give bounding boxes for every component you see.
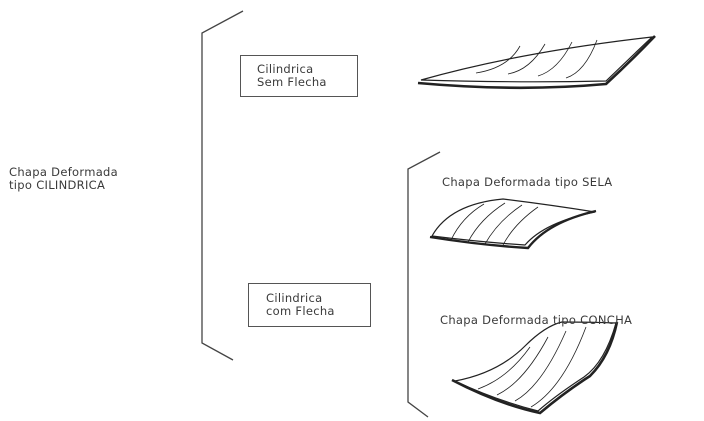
concha-label: Chapa Deformada tipo CONCHA (440, 313, 633, 327)
cylindrical-sheet-icon (417, 35, 656, 90)
sem-flecha-box: Cilindrica Sem Flecha (240, 55, 358, 97)
sub-bracket (407, 151, 441, 418)
sem-flecha-line2: Sem Flecha (257, 75, 327, 89)
saddle-sheet-icon (429, 198, 597, 250)
com-flecha-line1: Cilindrica (266, 291, 323, 305)
root-label-line2: tipo CILINDRICA (9, 178, 106, 192)
main-bracket (201, 10, 244, 361)
sem-flecha-line1: Cilindrica (257, 62, 314, 76)
sela-label: Chapa Deformada tipo SELA (442, 175, 613, 189)
shell-sheet-icon (451, 321, 619, 415)
com-flecha-line2: com Flecha (266, 304, 335, 318)
com-flecha-box: Cilindrica com Flecha (248, 283, 371, 327)
root-label-line1: Chapa Deformada (9, 165, 119, 179)
